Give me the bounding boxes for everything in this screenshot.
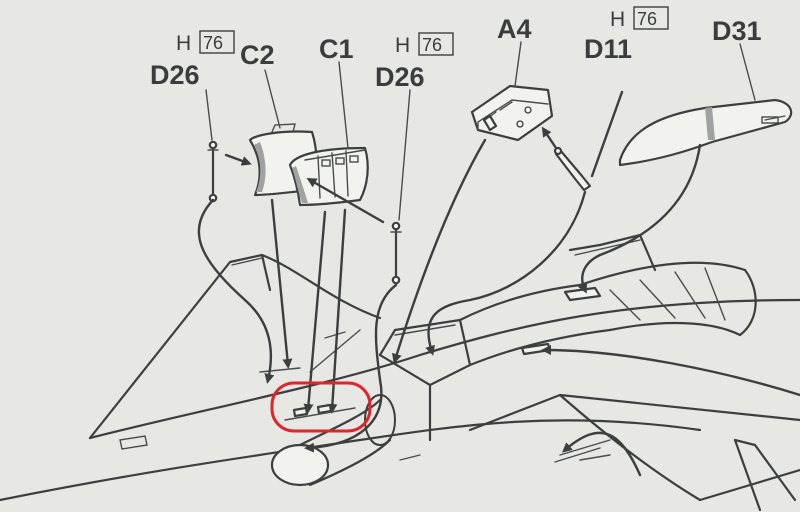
- part-d31: [618, 98, 793, 167]
- label-d11: D11: [584, 34, 632, 64]
- svg-text:H: H: [610, 8, 625, 31]
- label-d26-left: D26: [150, 60, 200, 90]
- svg-text:H: H: [395, 34, 410, 57]
- part-d26-right-pin: [390, 221, 402, 285]
- highlight-callout: [270, 381, 372, 433]
- paint-ref-box-right: [418, 32, 454, 56]
- svg-text:H: H: [176, 32, 191, 55]
- paint-ref-left: H 76: [176, 30, 235, 55]
- label-d31: D31: [712, 16, 762, 46]
- part-d11: [553, 146, 592, 192]
- svg-text:76: 76: [203, 33, 223, 53]
- svg-text:76: 76: [422, 35, 442, 55]
- fuselage: [0, 233, 800, 512]
- part-d26-left-pin: [207, 140, 219, 203]
- paint-ref-box-d11: [633, 6, 669, 30]
- label-c1: C1: [319, 34, 354, 64]
- label-d26-right: D26: [375, 62, 425, 92]
- label-a4: A4: [497, 14, 532, 44]
- assembly-arrows: [197, 41, 800, 477]
- paint-ref-d11: H 76: [610, 6, 669, 31]
- part-c1: [288, 146, 369, 207]
- label-c2: C2: [240, 40, 275, 70]
- highlighted-slots: [284, 403, 356, 421]
- svg-text:76: 76: [637, 9, 657, 29]
- paint-ref-right: H 76: [395, 32, 454, 57]
- part-a4: [470, 84, 554, 142]
- paint-ref-box-left: [199, 30, 235, 54]
